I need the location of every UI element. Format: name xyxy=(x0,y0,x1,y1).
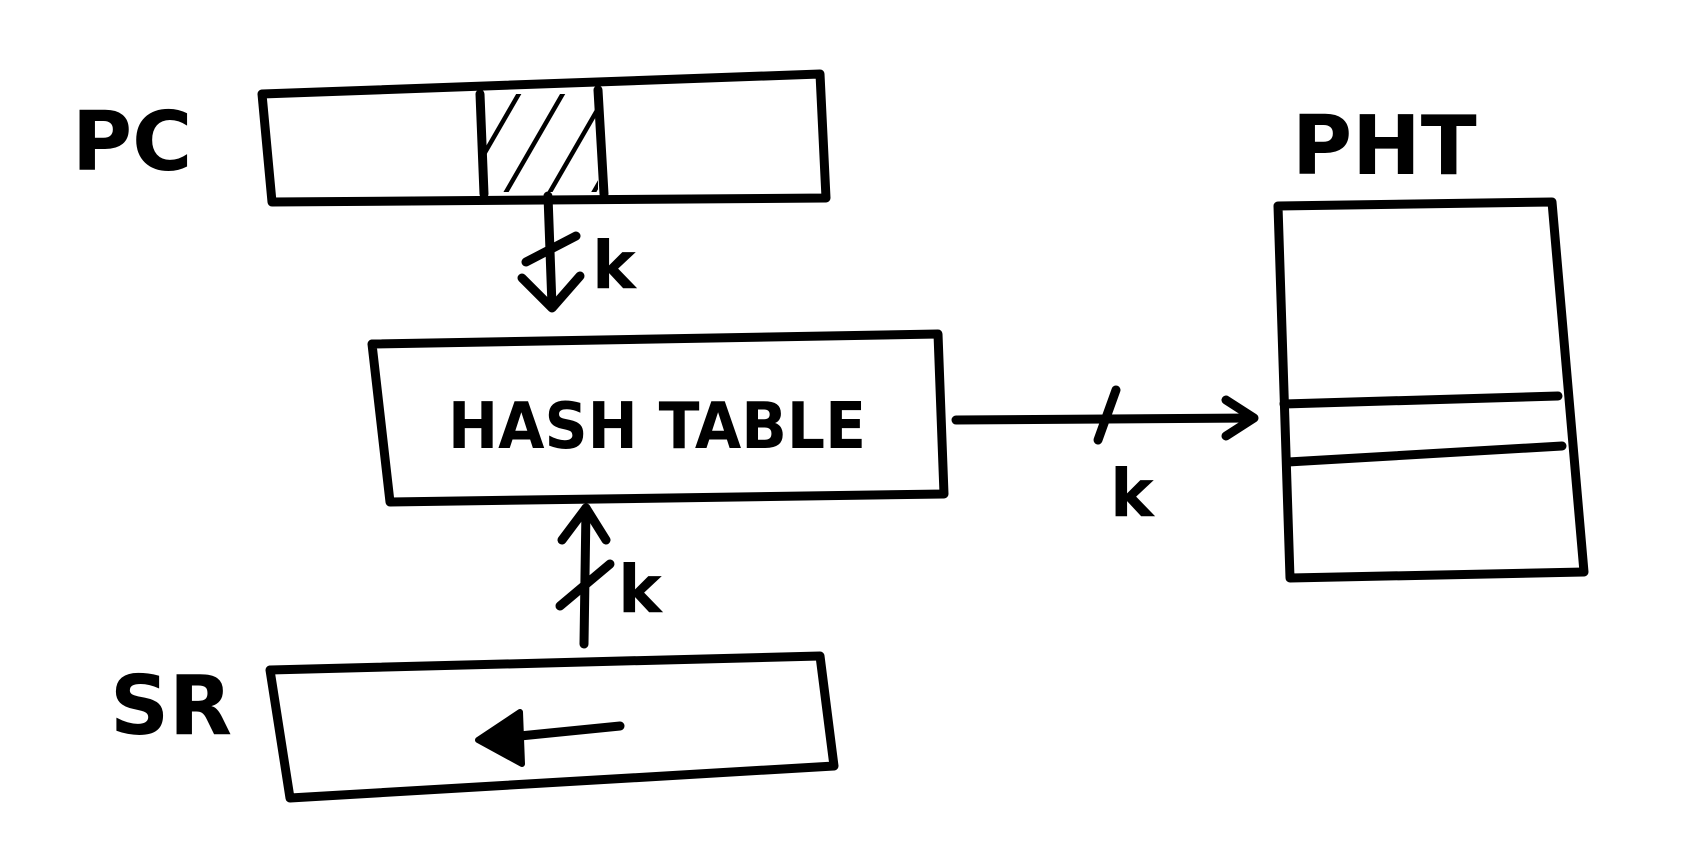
pht-table xyxy=(1273,197,1589,583)
sr-label: SR xyxy=(110,659,232,754)
pht-row-divider-top xyxy=(1279,391,1563,409)
pc-to-hash-arrow xyxy=(517,191,585,313)
hash-to-pht-arrow xyxy=(951,385,1259,445)
sr-width-label: k xyxy=(618,551,664,628)
pc-label: PC xyxy=(72,95,192,190)
pht-row-divider-bottom xyxy=(1283,441,1567,467)
pc-width-label: k xyxy=(592,227,638,304)
hash-table-box xyxy=(367,329,949,507)
pc-selected-bits xyxy=(480,94,598,192)
shift-left-arrowhead xyxy=(475,709,525,767)
sr-register xyxy=(265,651,839,803)
sr-to-hash-arrow xyxy=(555,503,615,649)
hash-table-label: HASH TABLE xyxy=(448,390,866,464)
pht-label: PHT xyxy=(1292,99,1477,194)
pht-width-label: k xyxy=(1110,455,1156,532)
pc-register xyxy=(257,69,831,207)
